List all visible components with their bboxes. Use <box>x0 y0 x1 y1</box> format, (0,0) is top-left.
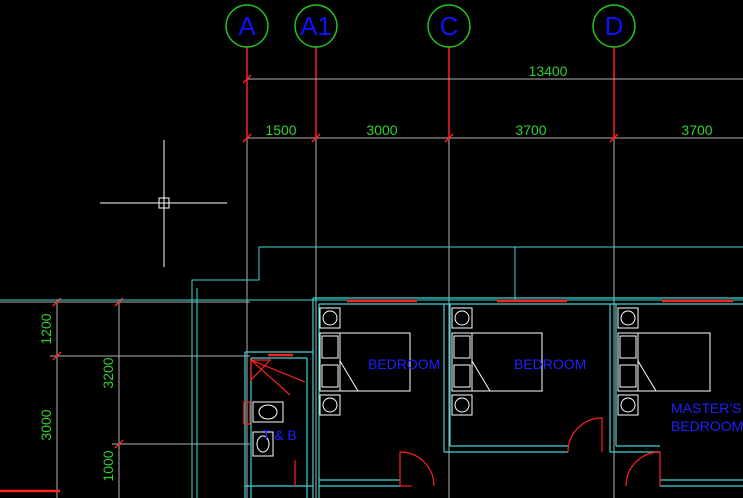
grid-bubble-a: A <box>225 4 269 48</box>
windows <box>0 299 733 493</box>
grid-label-d: D <box>605 11 624 41</box>
dimension-left-3: 3200 <box>100 357 116 388</box>
dimension-segment-2: 3000 <box>366 122 397 138</box>
grid-label-a: A <box>238 11 256 41</box>
grid-bubble-c: C <box>427 4 471 48</box>
room-label-tb: T & B <box>262 427 297 443</box>
dimension-segment-1: 1500 <box>265 122 296 138</box>
dimension-overall: 13400 <box>529 63 568 79</box>
walls <box>244 297 743 498</box>
grid-label-c: C <box>440 11 459 41</box>
doors <box>243 359 661 487</box>
bed-furniture-2 <box>451 307 543 416</box>
grid-bubble-d: D <box>592 4 636 48</box>
room-label-bedroom-1: BEDROOM <box>368 356 440 372</box>
left-dimension-lines <box>0 300 250 498</box>
grid-bubble-a1: A1 <box>294 4 338 48</box>
dimension-segment-3: 3700 <box>515 122 546 138</box>
left-dimension-ticks <box>52 297 124 449</box>
bed-furniture-3 <box>617 307 711 416</box>
top-dimension-lines <box>247 78 743 139</box>
dimension-left-2: 3000 <box>38 409 54 440</box>
dimension-left-1: 1200 <box>38 313 54 344</box>
grid-label-a1: A1 <box>300 11 332 41</box>
room-label-bedroom-2: BEDROOM <box>514 356 586 372</box>
top-dimension-ticks <box>242 74 619 143</box>
bed-furniture-1 <box>319 307 411 416</box>
room-label-masters-line2: BEDROOM <box>671 418 743 434</box>
grid-lines <box>246 47 615 140</box>
toilet-fixture <box>252 401 284 457</box>
grid-extension-lines <box>246 70 615 498</box>
crosshair-cursor-icon <box>100 140 227 267</box>
dimension-segment-4: 3700 <box>681 122 712 138</box>
dimension-left-4: 1000 <box>100 450 116 481</box>
room-label-masters-line1: MASTER'S <box>671 400 741 416</box>
